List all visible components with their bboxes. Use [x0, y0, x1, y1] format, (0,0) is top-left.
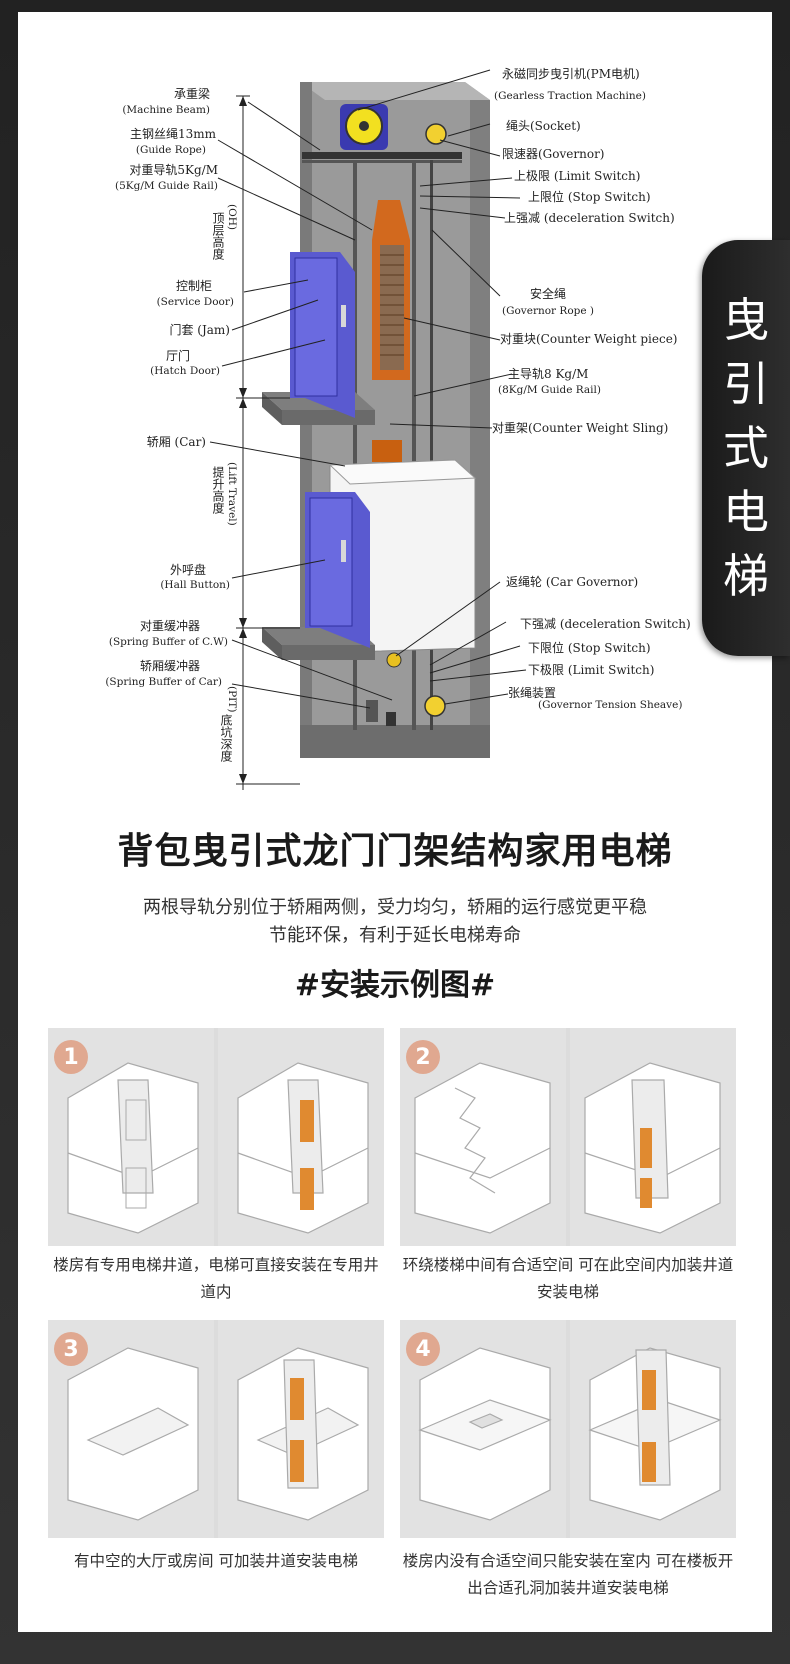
example-4-caption: 楼房内没有合适空间只能安装在室内 可在楼板开出合适孔洞加装井道安装电梯: [402, 1552, 734, 1597]
example-1: 1: [48, 1028, 384, 1246]
label-lower-limit: 下极限 (Limit Switch): [528, 663, 654, 677]
label-cw-sling: 对重架(Counter Weight Sling): [492, 421, 668, 435]
side-tab: 曳引式电梯: [702, 240, 790, 656]
label-tension-sheave-en: (Governor Tension Sheave): [538, 699, 682, 711]
side-tab-text: 曳引式电梯: [723, 293, 769, 603]
label-lower-decel: 下强减 (deceleration Switch): [520, 617, 691, 631]
label-cw-buffer-cn: 对重缓冲器: [140, 618, 200, 633]
label-cw-rail-cn: 对重导轨5Kg/M: [129, 163, 218, 177]
label-jam: 门套 (Jam): [169, 322, 230, 337]
example-2-caption: 环绕楼梯中间有合适空间 可在此空间内加装井道安装电梯: [402, 1256, 734, 1301]
label-oh-en: (OH): [226, 204, 238, 230]
label-travel-en: (Lift Travel): [226, 462, 238, 526]
label-guide-rope-en: (Guide Rope): [136, 144, 206, 156]
example-4-after: [570, 1320, 736, 1538]
label-pit: 底坑深度: [219, 713, 233, 762]
example-1-after: [218, 1028, 384, 1246]
example-4: 4: [400, 1320, 736, 1538]
label-machine-beam-en: (Machine Beam): [122, 104, 210, 116]
label-car-governor: 返绳轮 (Car Governor): [506, 575, 638, 589]
example-2: 2: [400, 1028, 736, 1246]
example-4-before: 4: [400, 1320, 566, 1538]
label-traction-machine-en: (Gearless Traction Machine): [494, 90, 646, 102]
label-governor: 限速器(Governor): [502, 147, 604, 161]
example-3: 3: [48, 1320, 384, 1538]
label-governor-rope-en: (Governor Rope ): [502, 305, 594, 317]
example-1-caption: 楼房有专用电梯井道，电梯可直接安装在专用井道内: [53, 1256, 379, 1301]
label-car: 轿厢 (Car): [147, 434, 206, 449]
subtitle-line-2: 节能环保，有利于延长电梯寿命: [269, 925, 521, 946]
label-pit-en: (PIT): [226, 686, 238, 712]
example-2-after: [570, 1028, 736, 1246]
example-1-before: 1: [48, 1028, 214, 1246]
label-hall-button-cn: 外呼盘: [170, 562, 206, 577]
subtitle-line-1: 两根导轨分别位于轿厢两侧，受力均匀，轿厢的运行感觉更平稳: [143, 897, 647, 918]
example-3-before: 3: [48, 1320, 214, 1538]
label-lower-stop: 下限位 (Stop Switch): [528, 640, 651, 655]
label-guide-rope-cn: 主钢丝绳13mm: [130, 127, 217, 141]
label-socket: 绳头(Socket): [506, 119, 581, 133]
label-cw-rail-en: (5Kg/M Guide Rail): [115, 180, 218, 192]
label-governor-rope-cn: 安全绳: [530, 286, 566, 301]
example-4-number: 4: [406, 1332, 440, 1366]
label-cw-piece: 对重块(Counter Weight piece): [500, 332, 678, 346]
example-3-number: 3: [54, 1332, 88, 1366]
label-machine-beam-cn: 承重梁: [174, 86, 210, 101]
label-hatch-door-en: (Hatch Door): [150, 365, 220, 377]
label-cw-buffer-en: (Spring Buffer of C.W): [109, 636, 228, 648]
example-1-number: 1: [54, 1040, 88, 1074]
example-3-after: [218, 1320, 384, 1538]
label-oh: 顶层高度: [211, 212, 225, 260]
label-service-door-cn: 控制柜: [176, 279, 212, 293]
label-upper-limit: 上极限 (Limit Switch): [514, 169, 640, 183]
label-car-buffer-en: (Spring Buffer of Car): [105, 676, 222, 688]
label-service-door-en: (Service Door): [157, 296, 234, 308]
label-upper-stop: 上限位 (Stop Switch): [528, 189, 651, 204]
label-upper-decel: 上强减 (deceleration Switch): [504, 211, 675, 225]
label-tension-sheave-cn: 张绳装置: [508, 686, 556, 700]
label-hall-button-en: (Hall Button): [160, 579, 230, 591]
label-travel: 提升高度: [211, 465, 225, 514]
label-main-rail-cn: 主导轨8 Kg/M: [508, 367, 588, 381]
page-title: 背包曳引式龙门门架结构家用电梯: [117, 831, 673, 872]
elevator-diagram: 承重梁 (Machine Beam) 主钢丝绳13mm (Guide Rope)…: [105, 66, 691, 790]
label-traction-machine-cn: 永磁同步曳引机(PM电机): [502, 66, 640, 81]
label-hatch-door-cn: 厅门: [166, 348, 190, 363]
example-2-number: 2: [406, 1040, 440, 1074]
example-3-caption: 有中空的大厅或房间 可加装井道安装电梯: [74, 1552, 358, 1570]
section-heading: #安装示例图#: [294, 968, 496, 1003]
label-car-buffer-cn: 轿厢缓冲器: [140, 658, 200, 673]
label-main-rail-en: (8Kg/M Guide Rail): [498, 384, 601, 396]
example-2-before: 2: [400, 1028, 566, 1246]
